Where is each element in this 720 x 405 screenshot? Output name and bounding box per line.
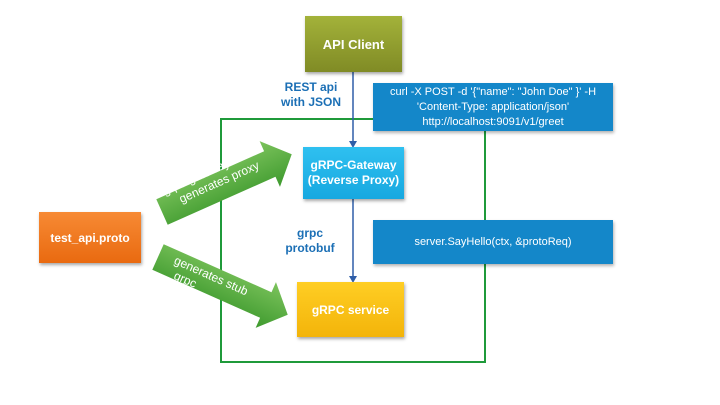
say-hello-note: server.SayHello(ctx, &protoReq) [373,220,613,264]
rest-label-line2: with JSON [280,95,341,109]
curl-line3: http://localhost:9091/v1/greet [422,115,564,128]
grpc-gateway-node: gRPC-Gateway (Reverse Proxy) [303,147,404,199]
grpc-service-node: gRPC service [297,282,404,337]
api-client-node: API Client [305,16,402,72]
proto-file-node: test_api.proto [39,212,141,263]
rest-label-line1: REST api [284,80,338,94]
grpc-label-line2: protobuf [285,241,335,255]
api-client-label: API Client [322,36,385,52]
proto-label: test_api.proto [50,230,130,245]
rest-arrowhead [349,141,357,148]
curl-command-note: curl -X POST -d '{"name": "John Doe" }' … [373,83,613,131]
grpc-arrowhead [349,276,357,283]
curl-line1: curl -X POST -d '{"name": "John Doe" }' … [389,85,597,98]
say-hello-text: server.SayHello(ctx, &protoReq) [414,235,572,248]
proxy-generation-arrow [156,141,292,225]
service-label: gRPC service [311,302,390,317]
grpc-protobuf-label: grpc protobuf [283,226,337,256]
rest-api-label: REST api with JSON [276,80,346,110]
stub-generation-arrow [152,244,288,328]
gateway-label-line1: gRPC-Gateway [310,158,397,172]
curl-line2: 'Content-Type: application/json' [416,100,570,113]
grpc-label-line1: grpc [296,226,323,240]
gateway-label-line2: (Reverse Proxy) [307,173,400,187]
